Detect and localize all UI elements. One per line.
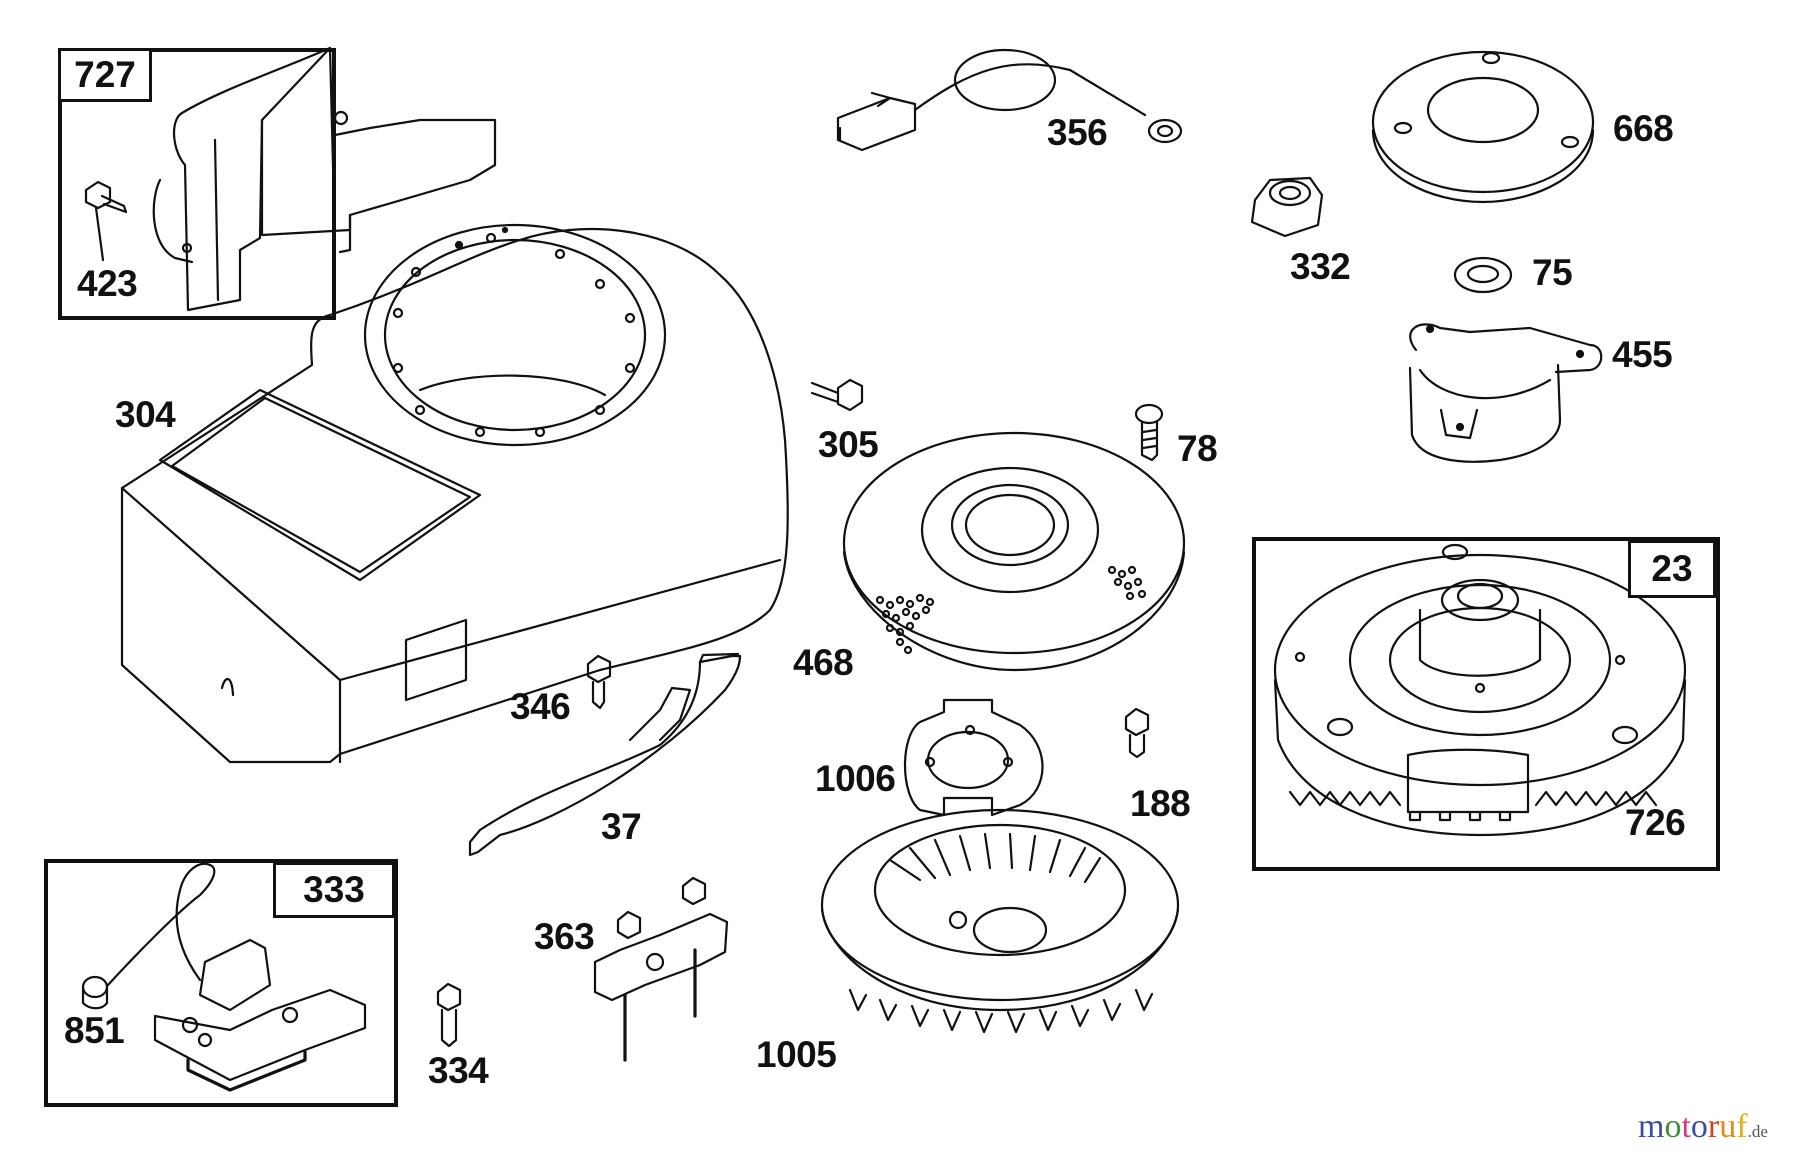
watermark-letter: o: [1664, 1108, 1682, 1145]
part-label-423[interactable]: 423: [77, 263, 138, 304]
part-label-726[interactable]: 726: [1625, 802, 1686, 843]
watermark-letter: o: [1690, 1108, 1708, 1145]
part-label-75[interactable]: 75: [1532, 252, 1573, 293]
watermark-letter: u: [1719, 1108, 1737, 1145]
part-1006-retainer-drawing: [904, 698, 1044, 817]
part-label-356[interactable]: 356: [1047, 112, 1108, 153]
kit-tag-333[interactable]: 333: [273, 862, 395, 918]
part-label-1006[interactable]: 1006: [815, 758, 896, 799]
kit-box-333: [44, 859, 398, 1107]
kit-box-727: [58, 48, 336, 320]
part-75-washer-drawing: [1453, 256, 1513, 294]
part-726-flywheel-drawing: [1273, 543, 1687, 837]
part-label-668[interactable]: 668: [1613, 108, 1674, 149]
part-468-screen-drawing: [842, 431, 1186, 672]
part-label-305[interactable]: 305: [818, 424, 879, 465]
part-37-air-guide-drawing: [468, 652, 742, 857]
part-label-78[interactable]: 78: [1177, 428, 1218, 469]
screen-mesh-left: [875, 593, 935, 655]
part-305-screw-drawing: [810, 378, 864, 412]
part-668-housing-drawing: [1371, 50, 1595, 204]
part-346-screw-drawing: [586, 654, 612, 710]
watermark-letter: t: [1681, 1108, 1691, 1145]
part-78-screw-drawing: [1134, 403, 1164, 462]
part-188-screw-drawing: [1124, 707, 1150, 759]
part-label-851[interactable]: 851: [64, 1010, 125, 1051]
watermark-letter: m: [1638, 1108, 1665, 1145]
part-455-cup-drawing: [1408, 323, 1603, 463]
part-727-bracket-drawing: [152, 46, 497, 312]
kit-tag-727[interactable]: 727: [58, 48, 152, 102]
part-label-37[interactable]: 37: [601, 806, 642, 847]
part-332-nut-drawing: [1250, 176, 1324, 238]
part-label-334[interactable]: 334: [428, 1050, 489, 1091]
part-label-304[interactable]: 304: [115, 394, 176, 435]
kit-tag-23[interactable]: 23: [1628, 540, 1716, 598]
part-423-screw-drawing: [84, 180, 128, 262]
part-label-188[interactable]: 188: [1130, 783, 1191, 824]
part-334-screw-drawing: [436, 982, 462, 1048]
part-1005-fan-drawing: [820, 808, 1180, 1034]
part-363-bracket-drawing: [593, 876, 729, 1062]
part-304-blower-housing-drawing: [120, 223, 789, 764]
screen-mesh-right: [1107, 565, 1147, 601]
part-333-armature-drawing: [81, 862, 367, 1092]
part-label-468[interactable]: 468: [793, 642, 854, 683]
watermark-logo: motoruf.de: [1638, 1108, 1768, 1146]
part-label-332[interactable]: 332: [1290, 246, 1351, 287]
part-356-ground-wire-drawing: [836, 48, 1183, 152]
watermark-tld: .de: [1747, 1122, 1768, 1141]
kit-box-23: [1252, 537, 1720, 871]
watermark-letter: r: [1707, 1108, 1720, 1145]
part-label-363[interactable]: 363: [534, 916, 595, 957]
part-label-346[interactable]: 346: [510, 686, 571, 727]
watermark-letter: f: [1736, 1108, 1748, 1145]
part-label-455[interactable]: 455: [1612, 334, 1673, 375]
part-label-1005[interactable]: 1005: [756, 1034, 837, 1075]
